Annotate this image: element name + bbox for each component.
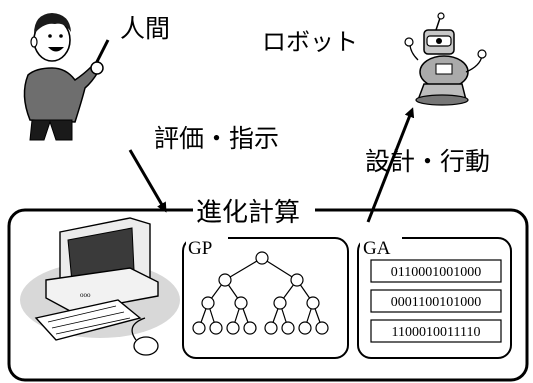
gp-tree-node (209, 321, 223, 335)
ga-chromosome-box (370, 259, 502, 283)
gp-tree-node (290, 273, 304, 287)
ga-chromosome-list: 0110001001000 0001100101000 1100010011110 (370, 259, 502, 343)
ga-chromosome-text: 1100010011110 (392, 325, 481, 340)
gp-tree-node (281, 321, 295, 335)
gp-tree-edge (224, 257, 263, 281)
gp-tree-node (192, 321, 206, 335)
gp-tree-node (264, 321, 278, 335)
gp-tree-node (234, 296, 248, 310)
gp-tree-node (243, 321, 257, 335)
svg-text:ooo: ooo (80, 291, 91, 299)
gp-box (182, 237, 349, 359)
human-figure-icon (23, 13, 110, 141)
robot-label: ロボット (262, 28, 358, 56)
design-act-label: 設計・行動 (365, 147, 490, 176)
gp-tree-node (315, 321, 329, 335)
ga-chromosome-box (370, 319, 502, 343)
gp-tree-edge (261, 257, 298, 281)
ga-chromosome-text: 0110001001000 (391, 265, 481, 280)
ga-chromosome-box (370, 289, 502, 313)
evaluate-instruct-label: 評価・指示 (154, 124, 279, 153)
ga-title: GA (363, 238, 391, 259)
ga-chromosome-text: 0001100101000 (391, 295, 481, 310)
gp-title: GP (188, 238, 212, 259)
gp-tree-node (273, 296, 287, 310)
evolutionary-computation-label: 進化計算 (196, 198, 300, 228)
gp-tree-node (255, 251, 269, 265)
human-label: 人間 (120, 14, 170, 43)
design-arrow (366, 107, 415, 223)
evaluate-arrow (128, 149, 167, 213)
gp-tree-node (298, 321, 312, 335)
gp-tree-node (306, 296, 320, 310)
robot-icon (404, 12, 487, 106)
computer-icon: ooo (20, 217, 180, 356)
gp-tree-node (226, 321, 240, 335)
gp-tree-node (218, 273, 232, 287)
ga-box (357, 237, 512, 359)
gp-tree-node (201, 296, 215, 310)
gp-tree (192, 251, 329, 335)
